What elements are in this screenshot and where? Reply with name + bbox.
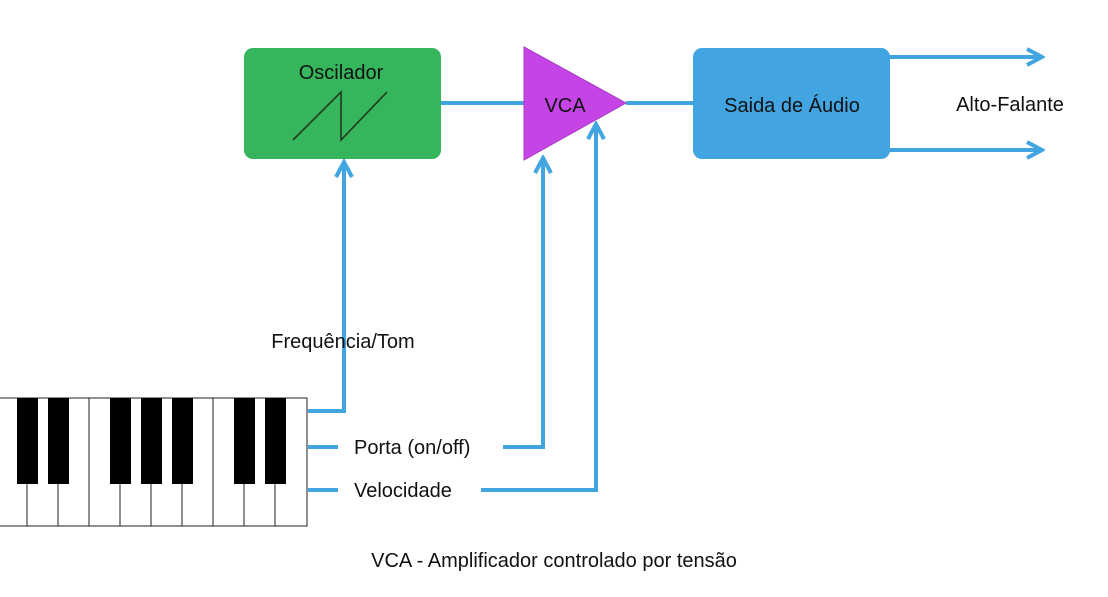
output-box [693,48,890,159]
gate-label: Porta (on/off) [354,437,470,459]
black-key [234,398,255,484]
gate-wire [503,158,543,449]
black-key [172,398,193,484]
oscillator-label: Oscilador [299,62,384,84]
oscillator-block: Oscilador [244,48,441,159]
vca-block: VCA [523,46,628,161]
velocity-label: Velocidade [354,480,452,502]
frequency-label: Frequência/Tom [271,331,414,353]
caption: VCA - Amplificador controlado por tensão [371,550,737,572]
oscillator-box [244,48,441,159]
vca-label: VCA [544,95,586,117]
black-keys [17,398,286,484]
speaker-label: Alto-Falante [956,94,1064,116]
frequency-wire [308,162,344,413]
sawtooth-wave-icon [292,90,388,142]
black-key [17,398,38,484]
output-block: Saida de Áudio [693,48,890,159]
black-key [265,398,286,484]
black-key [141,398,162,484]
piano-keyboard-icon [0,397,308,527]
black-key [110,398,131,484]
vca-triangle [523,46,628,161]
velocity-wire [481,124,596,492]
black-key [48,398,69,484]
connections [308,57,1042,492]
output-label: Saida de Áudio [724,94,860,117]
